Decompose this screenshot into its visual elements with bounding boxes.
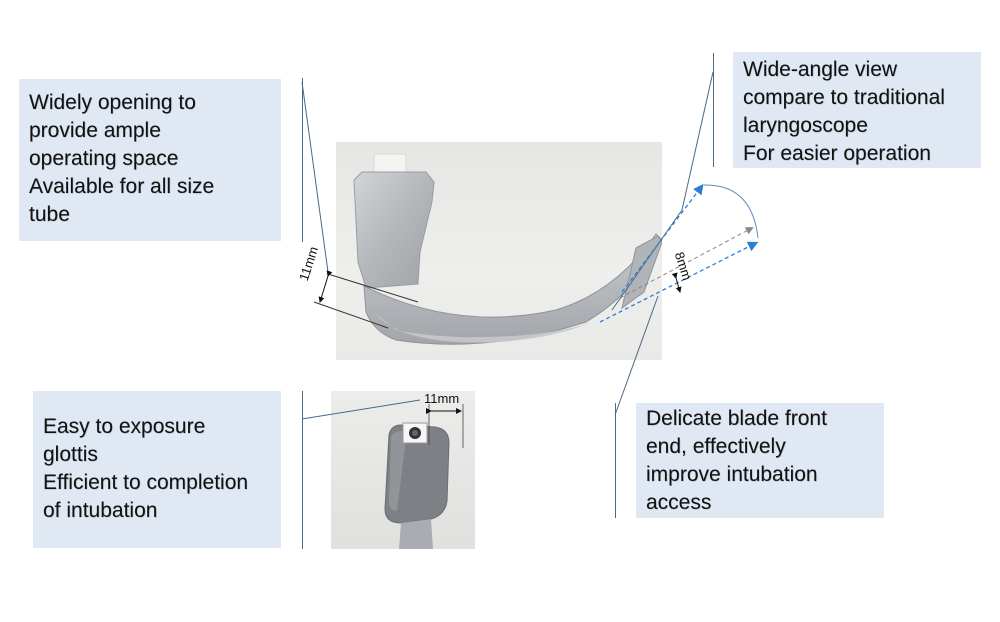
leader-bar-top-left: [302, 78, 303, 242]
callout-line: compare to traditional: [743, 86, 945, 109]
callout-line: tube: [29, 203, 70, 226]
callout-line: improve intubation: [646, 463, 818, 486]
leader-bar-top-right: [713, 53, 714, 167]
callout-line: provide ample: [29, 119, 161, 142]
laryngoscope-blade-illustration: [353, 153, 662, 345]
callout-wide-angle-view: Wide-angle view compare to traditional l…: [733, 52, 981, 168]
callout-line: Easy to exposure: [43, 415, 206, 438]
blade-tip-photo: [331, 391, 475, 549]
leader-bar-bottom-left: [302, 391, 303, 549]
callout-line: Delicate blade front: [646, 407, 827, 430]
callout-line: operating space: [29, 147, 179, 170]
dimension-label-tip-thickness: 8mm: [671, 250, 695, 283]
callout-line: glottis: [43, 443, 98, 466]
leader-bar-bottom-right: [615, 403, 616, 518]
callout-glottis-exposure: Easy to exposure glottis Efficient to co…: [33, 391, 281, 548]
callout-delicate-front-end: Delicate blade front end, effectively im…: [636, 403, 884, 518]
callout-line: Wide-angle view: [743, 58, 898, 81]
blade-side-photo: [336, 142, 662, 360]
callout-line: laryngoscope: [743, 114, 868, 137]
callout-line: access: [646, 491, 712, 514]
dimension-label-blade-width: 11mm: [296, 244, 322, 283]
blade-tip-illustration: [384, 422, 450, 549]
callout-line: For easier operation: [743, 142, 931, 165]
callout-line: end, effectively: [646, 435, 786, 458]
callout-line: Available for all size: [29, 175, 215, 198]
callout-line: Widely opening to: [29, 91, 196, 114]
callout-wide-opening: Widely opening to provide ample operatin…: [19, 79, 281, 241]
callout-line: Efficient to completion: [43, 471, 249, 494]
dimension-label-tip-width: 11mm: [424, 391, 460, 406]
callout-line: of intubation: [43, 499, 158, 522]
